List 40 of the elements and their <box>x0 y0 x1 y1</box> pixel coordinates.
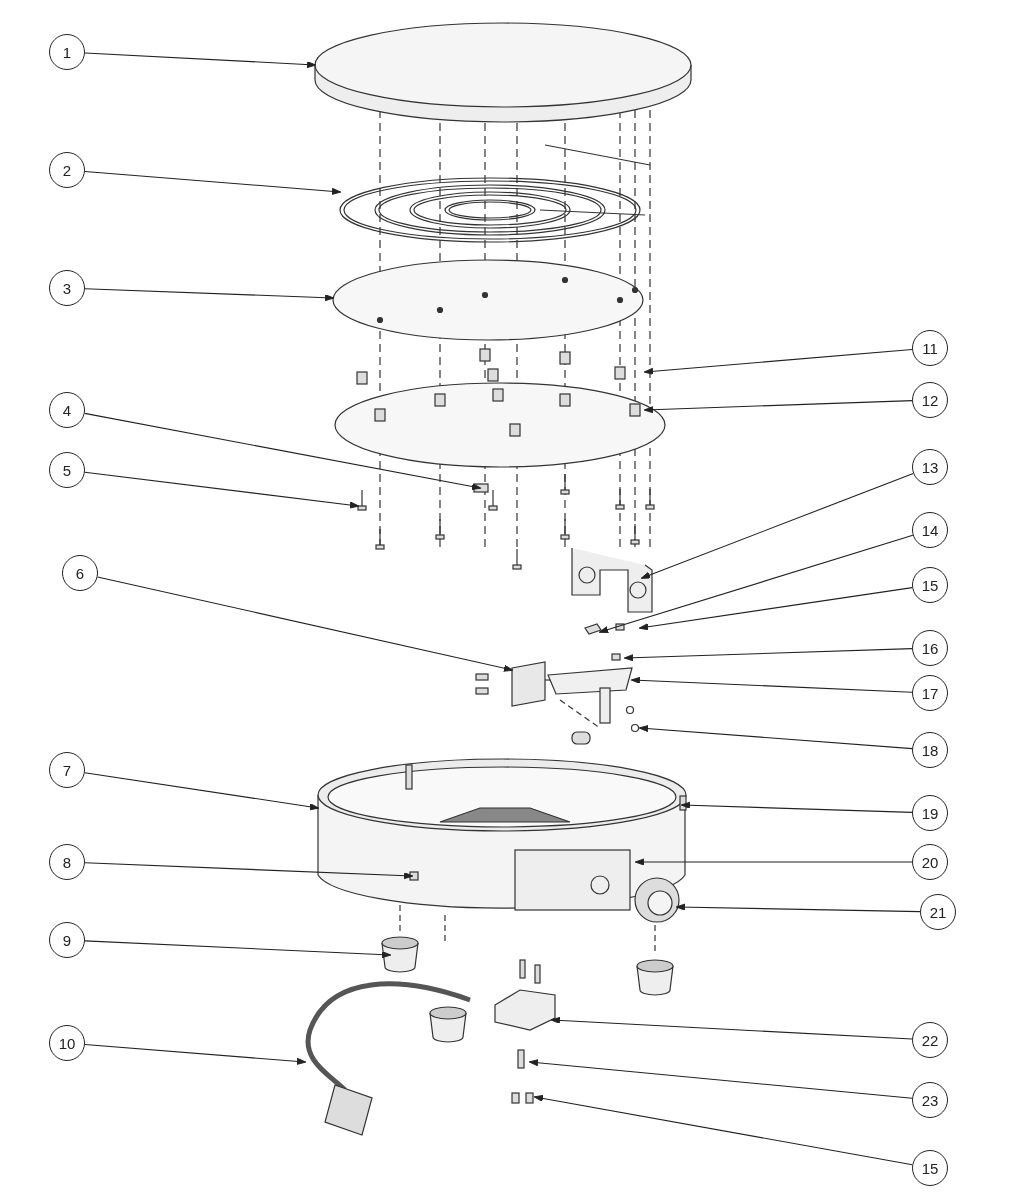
leader-line <box>643 400 913 414</box>
callout-number: 12 <box>912 382 948 418</box>
leader-line <box>533 1094 913 1166</box>
callout-number: 18 <box>912 732 948 768</box>
leader-line <box>97 576 514 672</box>
callout-number: 10 <box>49 1025 85 1061</box>
callout-number: 4 <box>49 392 85 428</box>
callout-number: 15 <box>912 1150 948 1186</box>
callout-number: 8 <box>49 844 85 880</box>
leader-line <box>638 725 913 750</box>
leader-line <box>634 858 913 866</box>
callout-number: 19 <box>912 795 948 831</box>
callout-number: 6 <box>62 555 98 591</box>
leader-line <box>84 412 482 490</box>
leader-line <box>623 648 913 662</box>
leader-line <box>630 676 913 693</box>
callout-number: 16 <box>912 630 948 666</box>
leader-line <box>598 534 914 634</box>
callout-number: 21 <box>920 894 956 930</box>
leader-line <box>640 472 914 579</box>
callout-number: 15 <box>912 567 948 603</box>
callout-number: 20 <box>912 844 948 880</box>
leader-line <box>84 170 342 195</box>
callout-number: 3 <box>49 270 85 306</box>
callout-number: 7 <box>49 752 85 788</box>
leader-line <box>84 471 360 509</box>
callout-number: 13 <box>912 449 948 485</box>
callout-number: 22 <box>912 1022 948 1058</box>
callout-number: 2 <box>49 152 85 188</box>
callout-number: 23 <box>912 1082 948 1118</box>
leader-line <box>84 772 320 811</box>
callout-number: 17 <box>912 675 948 711</box>
leader-line <box>84 52 317 69</box>
callout-number: 9 <box>49 922 85 958</box>
callout-number: 11 <box>912 330 948 366</box>
leader-line <box>638 587 913 631</box>
callout-number: 14 <box>912 512 948 548</box>
callout-number: 5 <box>49 452 85 488</box>
callout-number: 1 <box>49 34 85 70</box>
leader-line <box>84 288 335 302</box>
